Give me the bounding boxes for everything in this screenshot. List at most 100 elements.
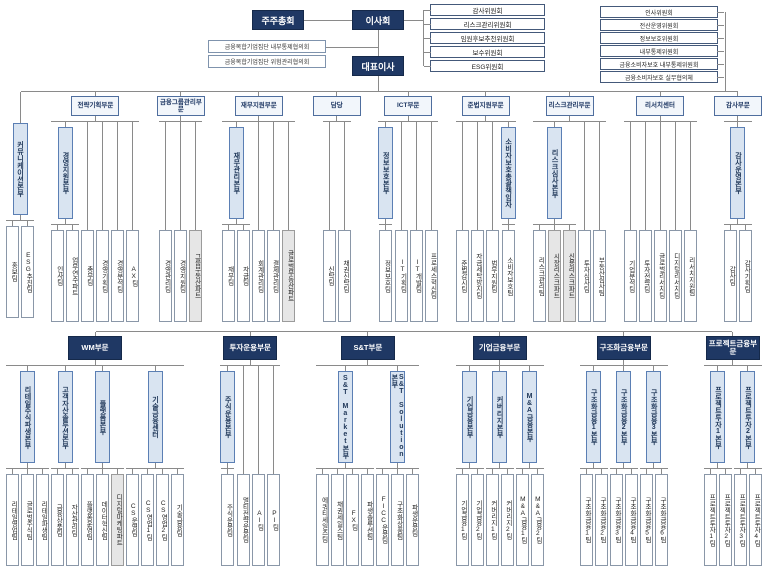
connector-drop bbox=[529, 463, 531, 468]
team-box: 커버리지2팀 bbox=[500, 474, 514, 566]
team-unit: 투자전략팀 bbox=[638, 122, 652, 322]
hq-box: 기업금융본부 bbox=[462, 371, 478, 463]
team-wrap: 글로벌주식팀 bbox=[21, 469, 34, 566]
team-box: 커버리지1팀 bbox=[485, 474, 499, 566]
connector-drop bbox=[344, 463, 346, 468]
connector-drop bbox=[64, 219, 66, 224]
division-header: 구조화금융부문 bbox=[596, 336, 651, 360]
team-wrap: 업무연수파트 bbox=[66, 225, 80, 322]
team-wrap: 자금팀 bbox=[237, 225, 251, 322]
team-box: 리서치지원팀 bbox=[683, 230, 697, 322]
team-wrap: 재무팀 bbox=[222, 225, 236, 322]
team-wrap: 정보보호팀 bbox=[379, 225, 393, 322]
connector-drop bbox=[249, 360, 251, 365]
committee-box: ESG위원회 bbox=[424, 60, 545, 72]
connector-drop bbox=[227, 463, 229, 468]
team-box: 총무팀 bbox=[81, 230, 95, 322]
team-box: 플랫폼운영팀 bbox=[81, 474, 94, 566]
committee-box: 정보보호위원회 bbox=[600, 32, 724, 44]
connector-drop bbox=[19, 215, 21, 220]
connector-line bbox=[725, 12, 726, 91]
team-box: PI팀 bbox=[267, 474, 281, 566]
connector-drop bbox=[623, 463, 625, 468]
team-wrap: 리테일영업팀 bbox=[6, 469, 19, 566]
team-wrap: 리스크관리팀 bbox=[533, 225, 547, 322]
team-box: 프로젝트투자3팀 bbox=[733, 474, 747, 566]
team-box: 재무팀 bbox=[222, 230, 236, 322]
team-unit: 리서치지원팀 bbox=[683, 122, 697, 322]
committee-box: 금융소비자보호 내부통제위원회 bbox=[600, 58, 724, 70]
team-wrap: 기업금융1팀 bbox=[455, 469, 469, 566]
team-box: 글로벌리서치팀 bbox=[653, 230, 667, 322]
team-unit: AI팀 bbox=[252, 366, 266, 566]
hq-team-row: 정보보호팀 bbox=[379, 224, 393, 322]
team-wrap: 기술금융팀 bbox=[171, 469, 184, 566]
team-box: CS영업1팀 bbox=[141, 474, 154, 566]
team-box: 리테일영업팀 bbox=[6, 474, 19, 566]
team-box: 파생솔루션팀 bbox=[361, 474, 375, 566]
team-box: 채권신탁팀 bbox=[337, 230, 351, 322]
connector-drop bbox=[659, 116, 661, 121]
team-box: 프로젝트투자4팀 bbox=[748, 474, 762, 566]
team-unit: 디지털리서치팀 bbox=[668, 122, 682, 322]
team-box: M&A금융1팀 bbox=[515, 474, 529, 566]
team-box: FICC운용팀 bbox=[376, 474, 390, 566]
team-wrap: 파생운용팀 bbox=[406, 469, 420, 566]
team-box: CS운영팀 bbox=[126, 474, 139, 566]
team-box: 투자전략팀 bbox=[638, 230, 652, 322]
connector-drop bbox=[94, 116, 96, 121]
team-wrap: 자산관리팀 bbox=[66, 469, 79, 566]
team-unit: 경영기획팀 bbox=[96, 122, 110, 322]
team-unit: 신탁팀 bbox=[322, 122, 336, 322]
team-box: 프로젝트투자1팀 bbox=[703, 474, 717, 566]
hq-box: 리스크심사본부 bbox=[547, 127, 563, 219]
team-box: 프로젝트투자2팀 bbox=[718, 474, 732, 566]
hq-box: S&T Market본부 bbox=[337, 371, 353, 463]
team-wrap: 구조화상품팀 bbox=[391, 469, 405, 566]
team-box: 투자심사팀 bbox=[578, 230, 592, 322]
connector-drop bbox=[385, 219, 387, 224]
part-box: 신용리스크파트 bbox=[563, 230, 577, 322]
team-box: M&A금융2팀 bbox=[530, 474, 544, 566]
hq-box: 커버리지본부 bbox=[492, 371, 508, 463]
part-box: 시장리스크파트 bbox=[548, 230, 562, 322]
connector-line bbox=[304, 20, 352, 21]
team-box: 부동산심사팀 bbox=[593, 230, 607, 322]
team-box: AX팀 bbox=[126, 230, 140, 322]
team-wrap: 플랫폼운영팀 bbox=[81, 469, 94, 566]
team-box: 구조화금융2팀 bbox=[594, 474, 608, 566]
connector-drop bbox=[569, 116, 571, 121]
connector-drop bbox=[180, 116, 182, 121]
connector-drop bbox=[737, 219, 739, 224]
team-unit: 결제관리팀 bbox=[267, 122, 281, 322]
hq-box: 정보보호본부 bbox=[378, 127, 394, 219]
